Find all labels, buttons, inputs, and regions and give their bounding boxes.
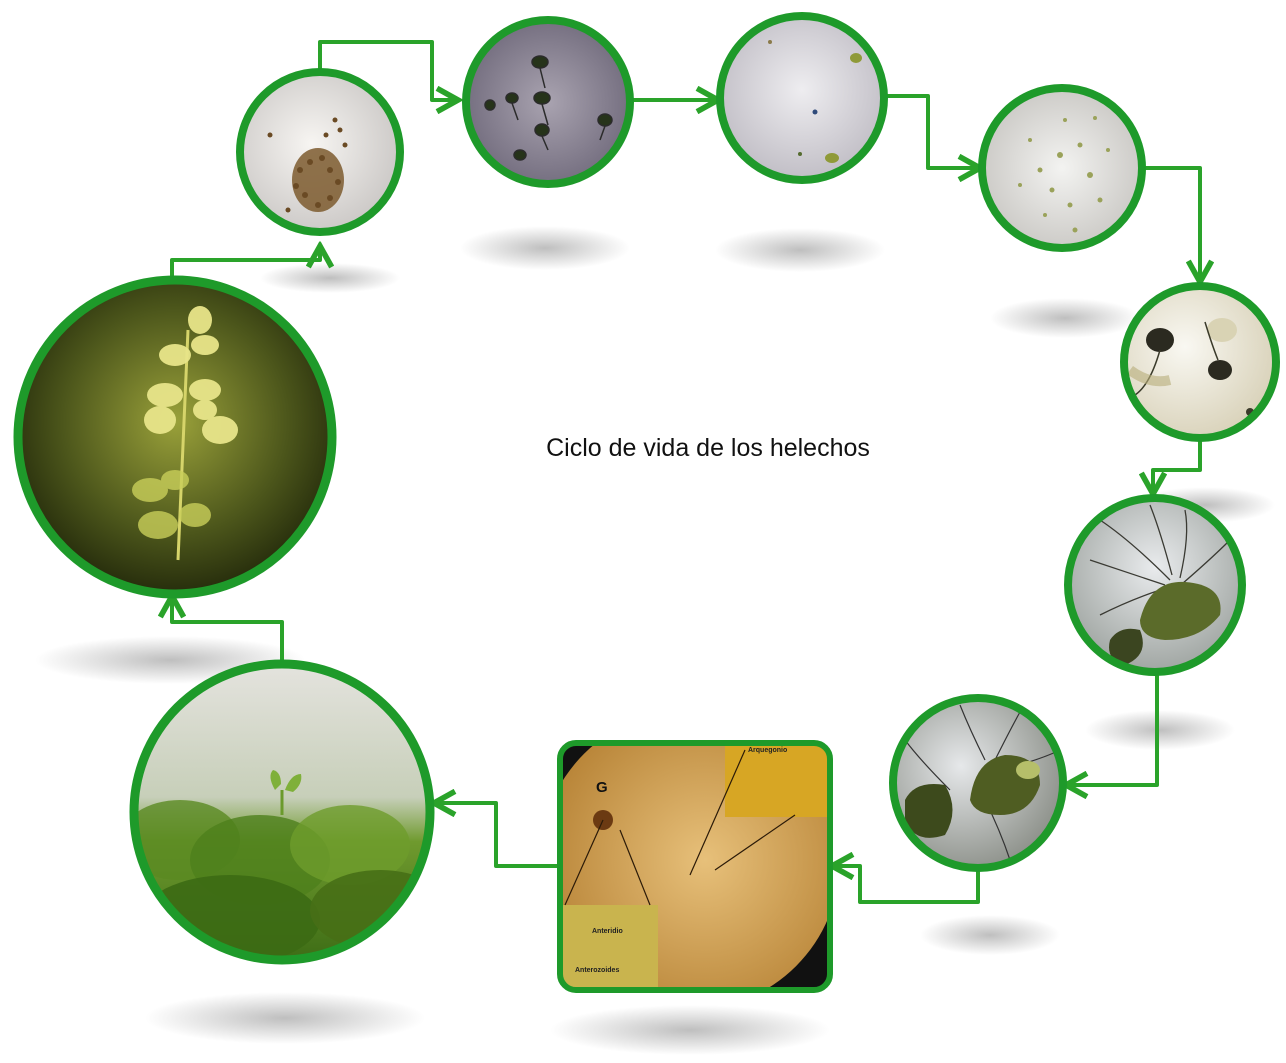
stage-germinating-spores	[466, 20, 630, 184]
arrow-4-to-5	[1144, 168, 1200, 282]
arrow-7-to-8	[832, 866, 978, 902]
gametophyte-letter-label: G	[596, 779, 608, 796]
antherozoids-label: Anterozoides	[575, 967, 619, 974]
stage-scattered-spores	[720, 16, 884, 180]
stage-prothallus-with-rhizoids	[1068, 498, 1242, 672]
stage-spores-cluster	[240, 72, 400, 232]
arrow-3-to-4	[884, 96, 980, 168]
stage-gametophyte-section: G Arquegonio Anteridio Anterozoides	[540, 710, 840, 1010]
stage-early-prothallus	[1124, 286, 1276, 438]
antheridium-label: Anteridio	[592, 928, 623, 935]
arrow-8-to-9	[434, 803, 560, 866]
stage-mature-prothallus	[893, 698, 1063, 868]
stage-young-protonema	[982, 88, 1142, 248]
archegonium-label: Arquegonio	[748, 747, 787, 754]
stage-young-sporophyte	[120, 664, 450, 965]
diagram-title: Ciclo de vida de los helechos	[0, 434, 1286, 463]
